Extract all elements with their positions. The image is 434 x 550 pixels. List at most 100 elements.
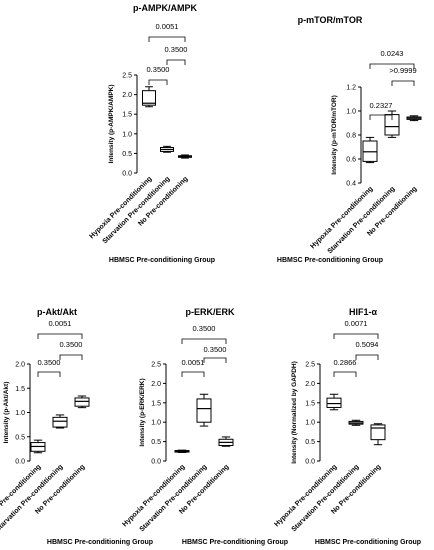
chart-title: p-Akt/Akt <box>37 307 77 317</box>
y-tick-label: 1.5 <box>15 386 25 393</box>
y-tick-label: 1.0 <box>151 420 161 427</box>
y-tick-label: 0.6 <box>346 157 356 164</box>
p-value-label: 0.2327 <box>370 101 393 110</box>
x-axis-label: HBMSC Pre-conditioning Group <box>109 257 215 264</box>
y-axis-label: Intensity (Normalized by GAPDH) <box>291 361 298 464</box>
p-value-label: 0.3500 <box>38 358 61 367</box>
box-plot-3 <box>406 115 422 122</box>
y-tick-label: 0.0 <box>305 459 315 466</box>
chart-title: HIF1-α <box>349 307 378 317</box>
y-tick-label: 1.0 <box>15 410 25 417</box>
y-tick-label: 2.0 <box>122 92 132 99</box>
bracket-line <box>369 63 415 69</box>
box-plot-2 <box>160 145 174 153</box>
y-tick-label: 2.5 <box>151 362 161 369</box>
chart-title: p-AMPK/AMPK <box>133 3 197 13</box>
y-tick-label: 1.0 <box>122 131 132 138</box>
y-tick-label: 0.5 <box>305 439 315 446</box>
p-value-label: 0.0051 <box>156 22 179 31</box>
p-value-label: 0.3500 <box>60 340 83 349</box>
p-value-label: 0.3500 <box>165 45 188 54</box>
significance-bracket: 0.0051 <box>148 22 186 42</box>
y-tick-label: 1.0 <box>305 420 315 427</box>
box-plot-2 <box>196 393 212 427</box>
bracket-line <box>333 333 379 339</box>
box-iqr <box>370 424 386 441</box>
significance-bracket: 0.0243 <box>369 49 415 69</box>
significance-bracket: 0.3500 <box>147 65 170 85</box>
y-tick-label: 1.5 <box>151 400 161 407</box>
bracket-line <box>203 357 227 363</box>
significance-bracket: 0.3500 <box>165 45 188 65</box>
y-tick-label: 0.4 <box>346 181 356 188</box>
bracket-line <box>148 79 168 85</box>
significance-bracket: 0.0071 <box>333 319 379 339</box>
p-value-label: 0.0051 <box>182 358 205 367</box>
p-value-label: 0.0071 <box>345 319 368 328</box>
y-tick-label: 1.0 <box>346 109 356 116</box>
significance-bracket: 0.0051 <box>182 358 205 377</box>
x-axis-label: HBMSC Pre-conditioning Group <box>47 539 153 546</box>
y-tick-label: 0.0 <box>151 459 161 466</box>
box-plot-1 <box>362 136 378 164</box>
box-plot-3 <box>370 423 386 446</box>
y-tick-label: 0.5 <box>122 151 132 158</box>
p-value-label: 0.3500 <box>193 324 216 333</box>
y-tick-label: 0.0 <box>122 171 132 178</box>
box-iqr <box>326 397 342 408</box>
x-axis-label: HBMSC Pre-conditioning Group <box>182 539 288 546</box>
y-tick-label: 1.5 <box>305 400 315 407</box>
p-value-label: 0.2866 <box>334 358 357 367</box>
p-value-label: 0.5094 <box>356 340 379 349</box>
significance-bracket: 0.3500 <box>59 340 83 360</box>
box-plot-3 <box>74 395 90 409</box>
bracket-line <box>355 354 379 360</box>
p-value-label: 0.0051 <box>49 319 72 328</box>
p-value-label: 0.3500 <box>204 345 227 354</box>
bracket-line <box>59 354 83 360</box>
chart-title: p-ERK/ERK <box>186 307 235 317</box>
box-iqr <box>74 397 90 407</box>
y-tick-label: 2.0 <box>305 381 315 388</box>
box-iqr <box>196 398 212 423</box>
p-value-label: >0.9999 <box>389 66 416 75</box>
x-axis-label: HBMSC Pre-conditioning Group <box>277 257 383 264</box>
significance-bracket: 0.3500 <box>203 345 227 363</box>
significance-bracket: 0.3500 <box>37 358 61 377</box>
box-plot-1 <box>142 86 156 108</box>
y-tick-label: 0.8 <box>346 133 356 140</box>
bracket-line <box>166 59 186 65</box>
x-category-label: Starvation Pre-conditioning <box>102 175 172 245</box>
chart-title: p-mTOR/mTOR <box>298 15 363 25</box>
y-tick-label: 2.5 <box>122 73 132 80</box>
bracket-line <box>37 333 83 339</box>
significance-bracket: 0.2327 <box>370 101 393 120</box>
significance-bracket: 0.5094 <box>355 340 379 360</box>
y-tick-label: 0.0 <box>15 459 25 466</box>
y-tick-label: 2.0 <box>15 362 25 369</box>
significance-bracket: 0.3500 <box>181 324 227 344</box>
box-plot-1 <box>174 449 190 453</box>
bracket-line <box>333 371 357 377</box>
y-axis-label: Intensity (p-Akt/Akt) <box>3 382 10 444</box>
bracket-line <box>148 36 186 42</box>
box-plot-1 <box>326 393 342 411</box>
box-plot-2 <box>348 419 364 426</box>
significance-bracket: 0.0051 <box>37 319 83 339</box>
box-plot-3 <box>218 436 234 447</box>
x-axis-label: HBMSC Pre-conditioning Group <box>315 539 421 546</box>
y-tick-label: 0.5 <box>151 439 161 446</box>
p-value-label: 0.3500 <box>147 65 170 74</box>
significance-bracket: 0.2866 <box>333 358 357 377</box>
y-tick-label: 0.5 <box>15 434 25 441</box>
bracket-line <box>37 371 61 377</box>
box-iqr <box>142 90 156 106</box>
significance-bracket: >0.9999 <box>389 66 417 86</box>
y-tick-label: 1.5 <box>122 112 132 119</box>
